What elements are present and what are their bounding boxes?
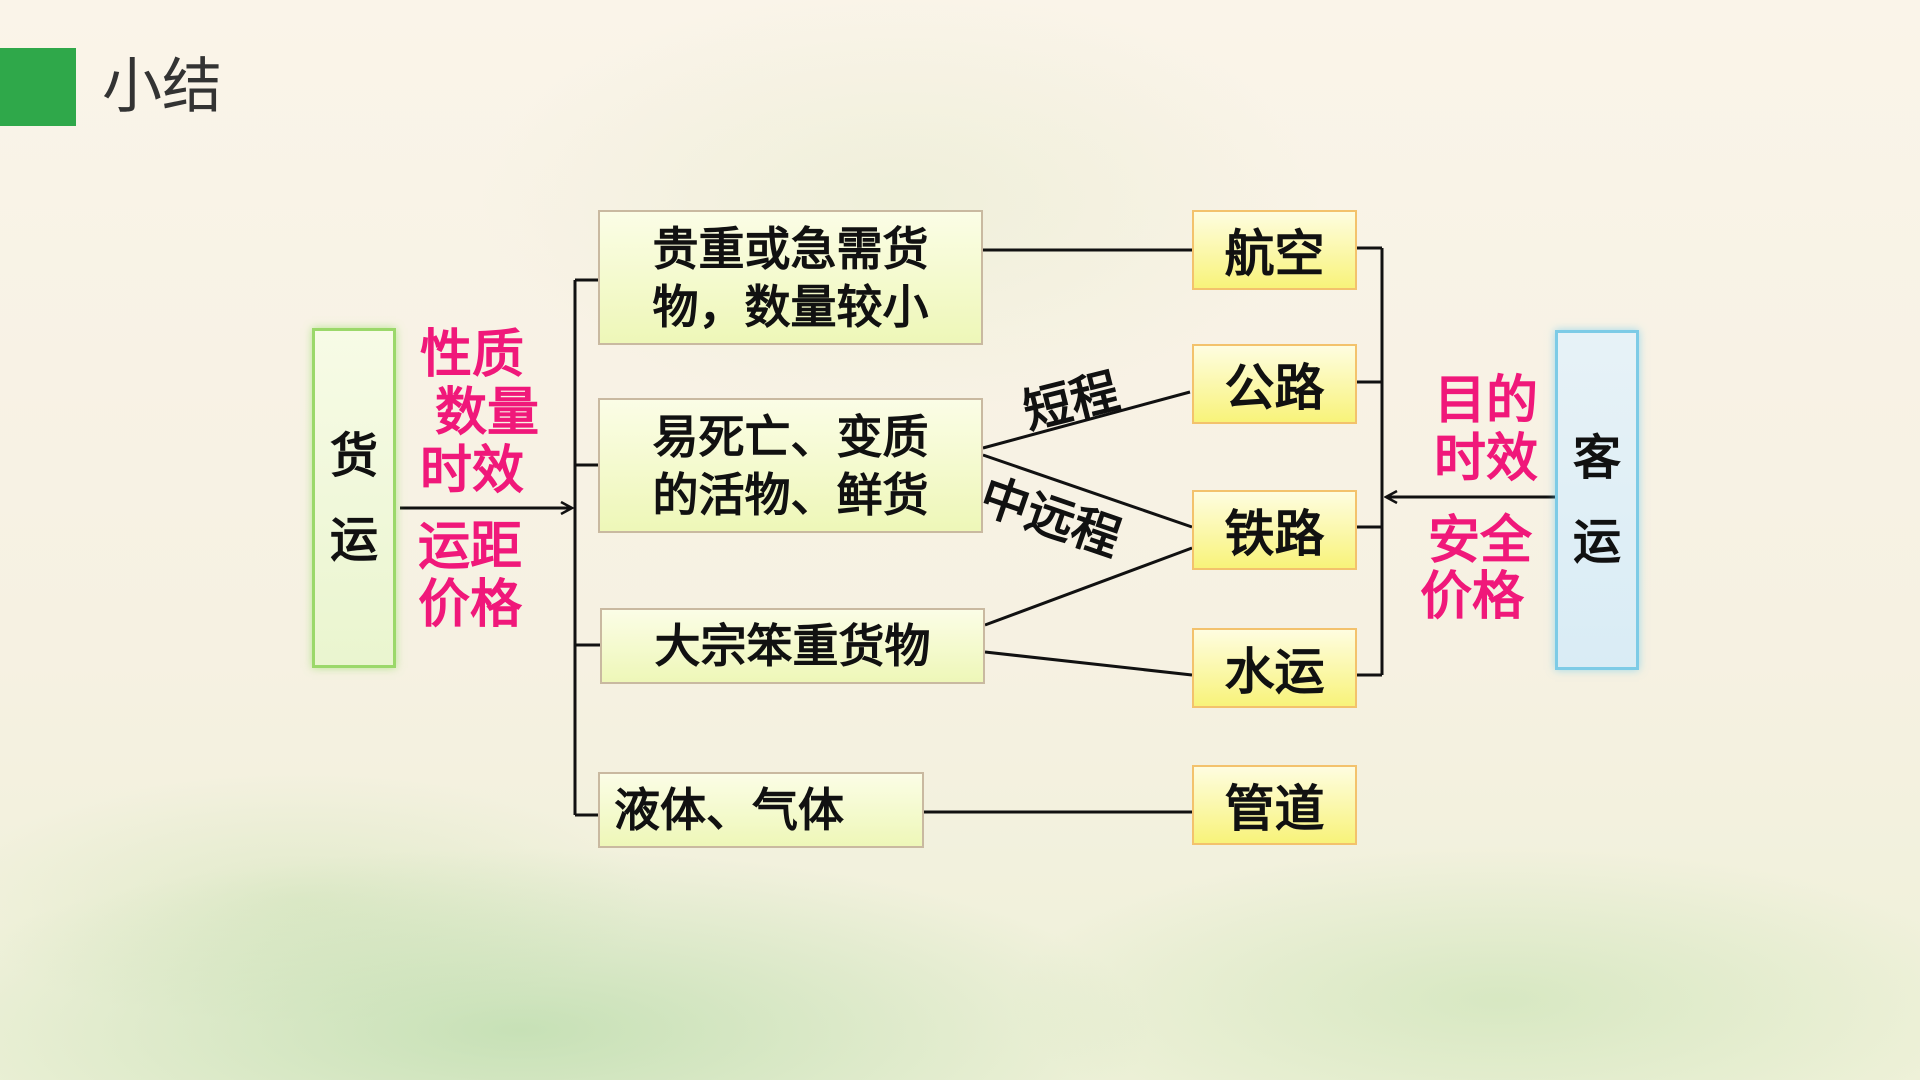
- category-bulk-heavy: 大宗笨重货物: [600, 608, 985, 684]
- category-liquid-line-1: 液体、气体: [614, 783, 844, 837]
- passenger-box: 客 运: [1555, 330, 1639, 670]
- freight-char-1: 货: [329, 428, 378, 484]
- title-accent-bar: [0, 48, 76, 126]
- mode-air: 航空: [1192, 210, 1357, 290]
- freight-factor-timeliness: 时效: [420, 441, 525, 501]
- freight-factor-price: 价格: [418, 575, 523, 635]
- page-title: 小结: [102, 52, 222, 122]
- freight-char-2: 运: [329, 512, 378, 568]
- link-bulk-rail: [984, 546, 1193, 627]
- category-valuable-line-1: 贵重或急需货: [652, 221, 929, 276]
- freight-factor-quantity: 数量: [435, 383, 540, 443]
- freight-box: 货 运: [312, 328, 396, 668]
- category-perishable-line-2: 的活物、鲜货: [652, 467, 929, 522]
- category-liquid-gas: 液体、气体: [598, 772, 924, 848]
- mode-road: 公路: [1192, 344, 1357, 424]
- link-perishable-road: [982, 390, 1191, 450]
- mode-rail: 铁路: [1192, 490, 1357, 570]
- category-valuable-line-2: 物，数量较小: [652, 279, 929, 334]
- category-perishable-live: 易死亡、变质 的活物、鲜货: [598, 398, 983, 533]
- link-perishable-rail: [982, 453, 1193, 529]
- mode-pipeline: 管道: [1192, 765, 1357, 845]
- category-valuable-urgent: 贵重或急需货 物，数量较小: [598, 210, 983, 345]
- freight-factor-nature: 性质: [420, 325, 525, 385]
- freight-factor-distance: 运距: [418, 517, 523, 577]
- category-bulk-line-1: 大宗笨重货物: [654, 619, 931, 673]
- passenger-char-1: 客: [1572, 430, 1621, 486]
- passenger-factor-purpose: 目的: [1434, 371, 1539, 431]
- passenger-char-2: 运: [1572, 514, 1621, 570]
- passenger-factor-timeliness: 时效: [1434, 429, 1539, 489]
- passenger-factor-price: 价格: [1420, 567, 1525, 627]
- category-perishable-line-1: 易死亡、变质: [652, 409, 929, 464]
- mode-water: 水运: [1192, 628, 1357, 708]
- link-bulk-water: [984, 650, 1193, 677]
- passenger-factor-safety: 安全: [1428, 511, 1533, 571]
